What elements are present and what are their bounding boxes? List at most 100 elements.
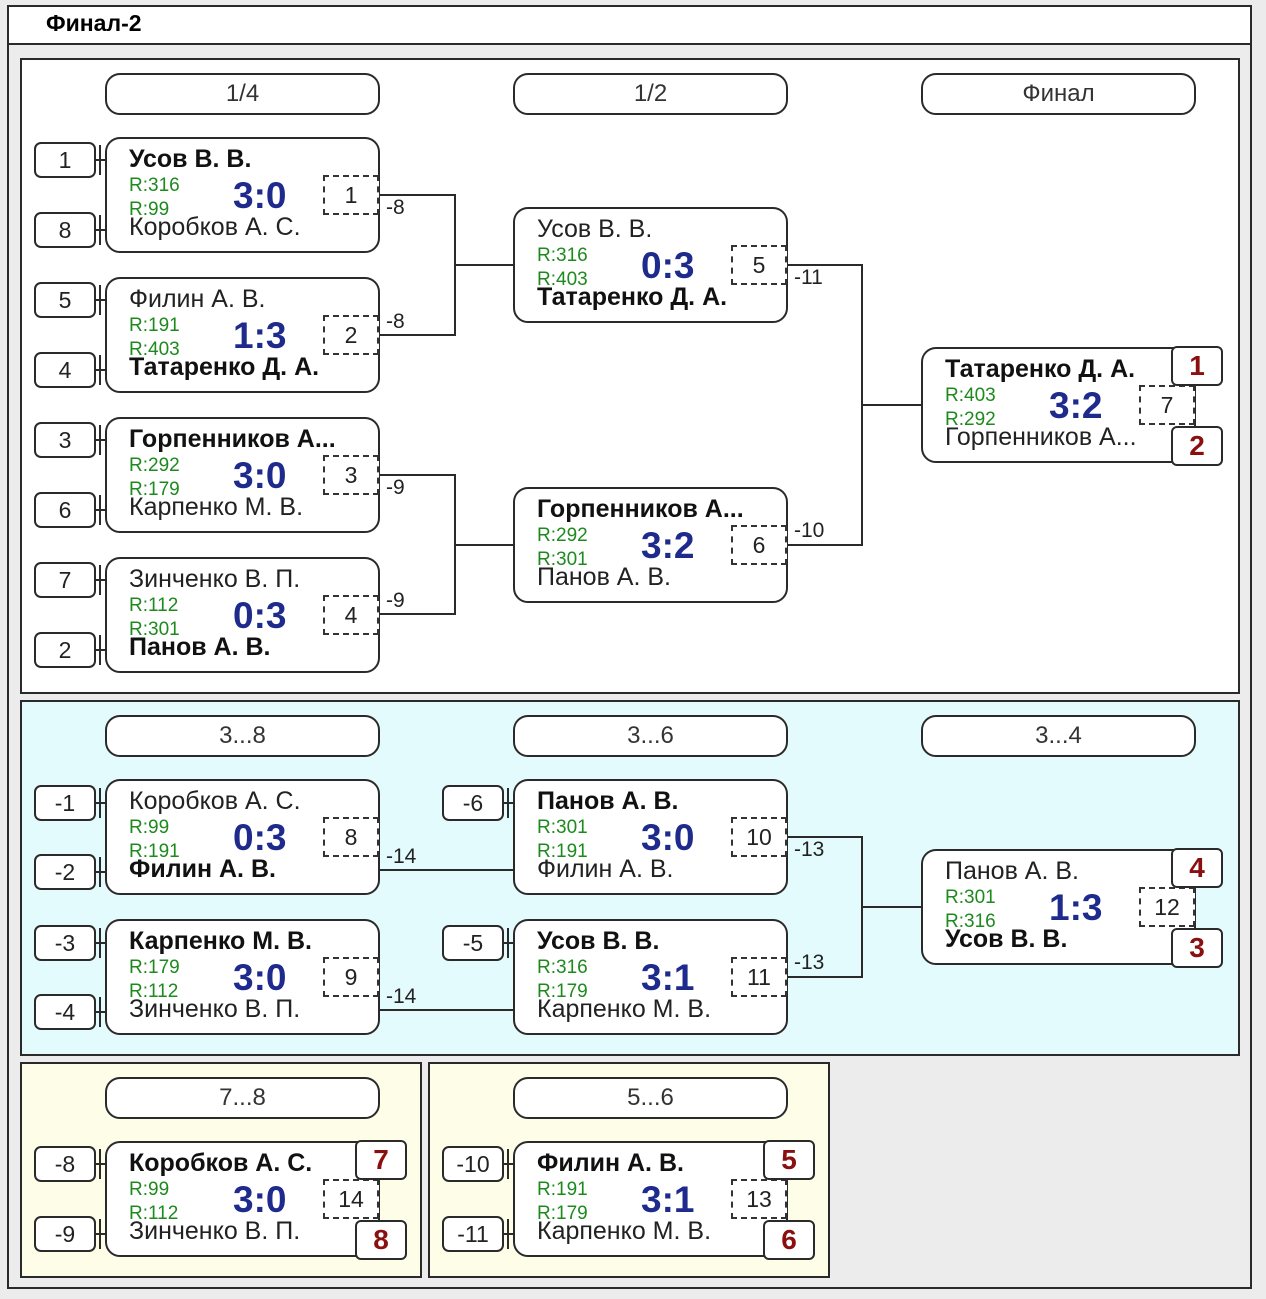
round-header-semifinal: 1/2	[513, 73, 788, 115]
loser-destination-label: -14	[386, 985, 417, 1008]
player-bottom: Панов А. В.	[537, 563, 671, 591]
match-score: 0:3	[233, 817, 287, 858]
seed-slot: 4	[34, 352, 96, 388]
player-top: Зинченко В. П.	[129, 565, 301, 593]
match-score: 1:3	[233, 315, 287, 356]
match-number: 5	[731, 245, 787, 285]
seed-slot: -4	[34, 994, 96, 1030]
match-card-14[interactable]: Коробков А. С. R:99 R:112 3:0 14 Зинченк…	[105, 1141, 380, 1257]
place-badge: 6	[763, 1220, 815, 1260]
rating-bottom: R:292	[945, 409, 996, 430]
match-number: 13	[731, 1179, 787, 1219]
match-number: 10	[731, 817, 787, 857]
seed-slot: 1	[34, 142, 96, 178]
rating-top: R:316	[537, 957, 588, 978]
match-score: 3:0	[641, 817, 695, 858]
player-bottom: Карпенко М. В.	[537, 995, 712, 1023]
player-top: Коробков А. С.	[129, 787, 301, 815]
match-number: 8	[323, 817, 379, 857]
loser-destination-label: -14	[386, 845, 417, 868]
match-card-4[interactable]: Зинченко В. П. R:112 R:301 0:3 4 Панов А…	[105, 557, 380, 673]
match-score: 3:0	[233, 455, 287, 496]
player-top: Филин А. В.	[537, 1149, 684, 1177]
rating-bottom: R:191	[537, 841, 588, 862]
round-header-3-6: 3...6	[513, 715, 788, 757]
seed-slot: -3	[34, 925, 96, 961]
match-card-11[interactable]: Усов В. В. R:316 R:179 3:1 11 Карпенко М…	[513, 919, 788, 1035]
player-top: Татаренко Д. А.	[945, 355, 1136, 383]
seed-slot: 6	[34, 492, 96, 528]
seed-slot: -5	[442, 925, 504, 961]
rating-bottom: R:403	[129, 339, 180, 360]
match-card-8[interactable]: Коробков А. С. R:99 R:191 0:3 8 Филин А.…	[105, 779, 380, 895]
player-bottom: Усов В. В.	[945, 925, 1068, 953]
seed-slot: -1	[34, 785, 96, 821]
seed-slot: 3	[34, 422, 96, 458]
player-bottom: Коробков А. С.	[129, 213, 301, 241]
loser-destination-label: -9	[386, 476, 405, 499]
player-bottom: Татаренко Д. А.	[129, 353, 320, 381]
match-card-9[interactable]: Карпенко М. В. R:179 R:112 3:0 9 Зинченк…	[105, 919, 380, 1035]
round-header-3-4: 3...4	[921, 715, 1196, 757]
loser-destination-label: -10	[794, 519, 825, 542]
player-top: Коробков А. С.	[129, 1149, 313, 1177]
match-number: 11	[731, 957, 787, 997]
player-top: Горпенников А...	[537, 495, 744, 523]
rating-bottom: R:179	[537, 1203, 588, 1224]
place-badge: 7	[355, 1140, 407, 1180]
place-badge: 4	[1171, 848, 1223, 888]
loser-destination-label: -13	[794, 951, 825, 974]
rating-bottom: R:112	[129, 1203, 179, 1224]
player-top: Усов В. В.	[537, 927, 660, 955]
seed-slot: -8	[34, 1146, 96, 1182]
rating-top: R:99	[129, 1179, 170, 1200]
player-bottom: Филин А. В.	[129, 855, 276, 883]
match-number: 12	[1139, 887, 1195, 927]
place-badge: 1	[1171, 346, 1223, 386]
place-badge: 5	[763, 1140, 815, 1180]
place-badge: 3	[1171, 928, 1223, 968]
seed-slot: -6	[442, 785, 504, 821]
player-bottom: Горпенников А...	[945, 423, 1137, 451]
match-score: 3:0	[233, 957, 287, 998]
round-header-5-6: 5...6	[513, 1077, 788, 1119]
rating-top: R:403	[945, 385, 996, 406]
seed-slot: -9	[34, 1216, 96, 1252]
match-card-2[interactable]: Филин А. В. R:191 R:403 1:3 2 Татаренко …	[105, 277, 380, 393]
match-card-6[interactable]: Горпенников А... R:292 R:301 3:2 6 Панов…	[513, 487, 788, 603]
match-score: 3:2	[641, 525, 695, 566]
rating-bottom: R:301	[537, 549, 588, 570]
match-score: 3:0	[233, 175, 287, 216]
match-number: 14	[323, 1179, 379, 1219]
rating-top: R:179	[129, 957, 180, 978]
match-card-7[interactable]: Татаренко Д. А. R:403 R:292 3:2 7 Горпен…	[921, 347, 1196, 463]
match-number: 4	[323, 595, 379, 635]
match-card-3[interactable]: Горпенников А... R:292 R:179 3:0 3 Карпе…	[105, 417, 380, 533]
match-card-10[interactable]: Панов А. В. R:301 R:191 3:0 10 Филин А. …	[513, 779, 788, 895]
rating-bottom: R:112	[129, 981, 179, 1002]
seed-slot: -2	[34, 854, 96, 890]
match-number: 9	[323, 957, 379, 997]
match-card-13[interactable]: Филин А. В. R:191 R:179 3:1 13 Карпенко …	[513, 1141, 788, 1257]
rating-bottom: R:191	[129, 841, 180, 862]
seed-slot: 7	[34, 562, 96, 598]
rating-top: R:316	[537, 245, 588, 266]
match-card-1[interactable]: Усов В. В. R:316 R:99 3:0 1 Коробков А. …	[105, 137, 380, 253]
place-badge: 8	[355, 1220, 407, 1260]
match-score: 3:2	[1049, 385, 1103, 426]
loser-destination-label: -13	[794, 838, 825, 861]
match-card-5[interactable]: Усов В. В. R:316 R:403 0:3 5 Татаренко Д…	[513, 207, 788, 323]
player-bottom: Филин А. В.	[537, 855, 674, 883]
rating-bottom: R:99	[129, 199, 170, 220]
rating-top: R:316	[129, 175, 180, 196]
player-bottom: Карпенко М. В.	[537, 1217, 712, 1245]
player-top: Филин А. В.	[129, 285, 266, 313]
round-header-3-8: 3...8	[105, 715, 380, 757]
rating-bottom: R:179	[537, 981, 588, 1002]
player-bottom: Карпенко М. В.	[129, 493, 304, 521]
player-bottom: Зинченко В. П.	[129, 1217, 301, 1245]
title-bar	[7, 5, 1252, 45]
match-card-12[interactable]: Панов А. В. R:301 R:316 1:3 12 Усов В. В…	[921, 849, 1196, 965]
page-title: Финал-2	[46, 10, 142, 36]
